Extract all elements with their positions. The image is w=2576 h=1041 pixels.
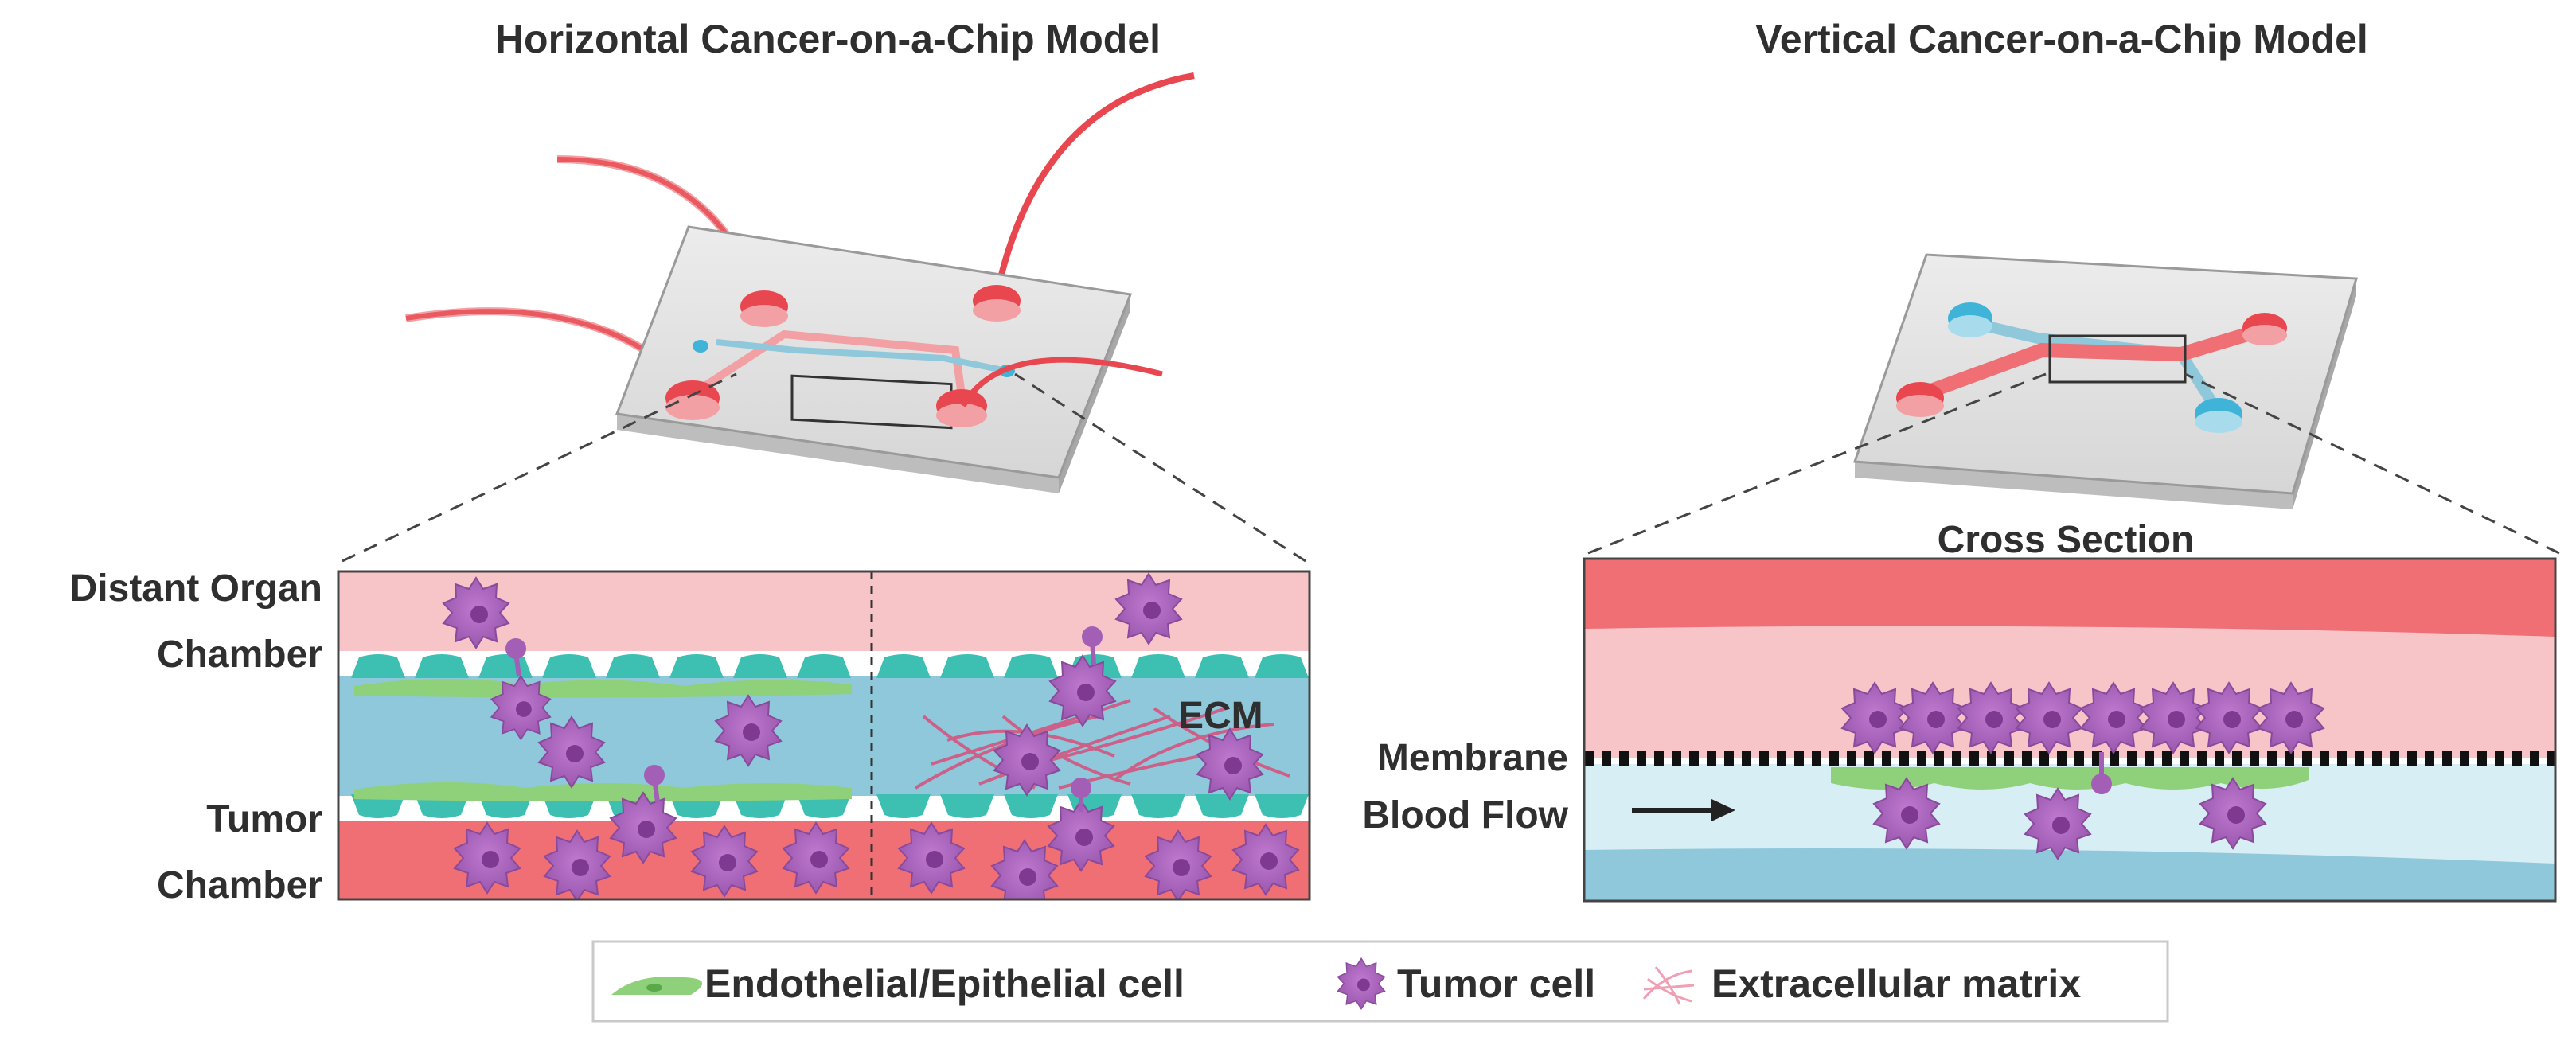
vertical-section-panel bbox=[1583, 557, 2557, 903]
ecm-legend-icon bbox=[1642, 966, 1695, 1005]
endothelial-cell-legend-icon bbox=[611, 976, 703, 995]
cross-section-label: Cross Section bbox=[1938, 519, 2195, 561]
legend-ecm-label: Extracellular matrix bbox=[1711, 961, 2081, 1006]
tumor-chamber-label-line2: Chamber bbox=[157, 864, 322, 906]
horizontal-section-panel: ECM bbox=[337, 570, 1311, 901]
membrane-label: Membrane bbox=[1377, 737, 1568, 779]
endothelial-layer-vertical bbox=[1831, 767, 2309, 790]
endothelial-layer-lower bbox=[354, 782, 852, 801]
blood-flow-label: Blood Flow bbox=[1362, 794, 1568, 836]
legend-endothelial-label: Endothelial/Epithelial cell bbox=[704, 961, 1185, 1006]
endothelial-layer-upper bbox=[354, 678, 852, 698]
vertical-chip-top bbox=[1852, 253, 2358, 495]
vertical-chip-illustration bbox=[1587, 253, 2560, 555]
distant-organ-label-line2: Chamber bbox=[157, 634, 322, 676]
tumor-chamber-label: Tumor bbox=[206, 798, 322, 840]
horizontal-chip-side bbox=[617, 414, 1059, 493]
horizontal-title: Horizontal Cancer-on-a-Chip Model bbox=[495, 17, 1161, 61]
legend: Endothelial/Epithelial cell Tumor cell E… bbox=[591, 940, 2169, 1023]
epithelial-cells-upper bbox=[351, 654, 1309, 678]
legend-tumor-label: Tumor cell bbox=[1397, 961, 1595, 1006]
horizontal-chip-illustration bbox=[342, 72, 1306, 563]
flow-arrow-icon bbox=[1632, 799, 1735, 821]
vertical-title: Vertical Cancer-on-a-Chip Model bbox=[1755, 17, 2368, 61]
distant-organ-label: Distant Organ bbox=[70, 567, 322, 610]
ecm-label: ECM bbox=[1178, 695, 1263, 737]
